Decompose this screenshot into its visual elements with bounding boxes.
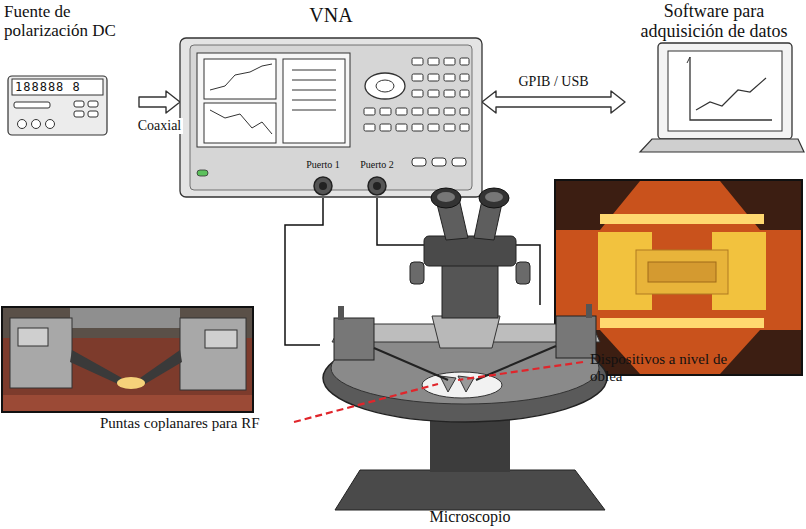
vna-instrument (180, 38, 482, 197)
probe-station-microscope (323, 188, 607, 510)
leader-line (458, 362, 583, 380)
node-heading: Software para adquisición de datos (625, 1, 803, 41)
port-label: Puerto 2 (352, 159, 402, 170)
node-heading: Fuente de polarización DC (4, 2, 139, 40)
instrument-node: Microscopio (320, 305, 585, 527)
wafer-device-photo (555, 180, 802, 375)
edge-label: Coaxial (136, 118, 184, 134)
display-digits: 188888 8 (15, 79, 81, 95)
laptop-symbol (640, 43, 804, 152)
edge-label: GPIB / USB (516, 74, 590, 90)
probe-photo (2, 307, 253, 412)
connection-arrow (139, 91, 180, 113)
leader-line (294, 384, 438, 422)
port-label: Puerto 1 (298, 159, 348, 170)
connection-arrow (482, 91, 625, 113)
dc-source-symbol (8, 76, 107, 135)
node-heading: Microscopio (410, 508, 530, 526)
node-heading: VNA (180, 4, 482, 26)
instrument-node: VNA Puerto 1 Puerto 2 (180, 4, 482, 198)
callout-label: Puntas coplanares para RF (100, 415, 260, 432)
rf-cable (285, 198, 323, 345)
callout-label: Dispositivos a nivel de oblea (590, 351, 740, 386)
instrument-node: Software para adquisición de datos (625, 0, 803, 155)
instrument-node: Fuente de polarización DC (4, 2, 139, 137)
